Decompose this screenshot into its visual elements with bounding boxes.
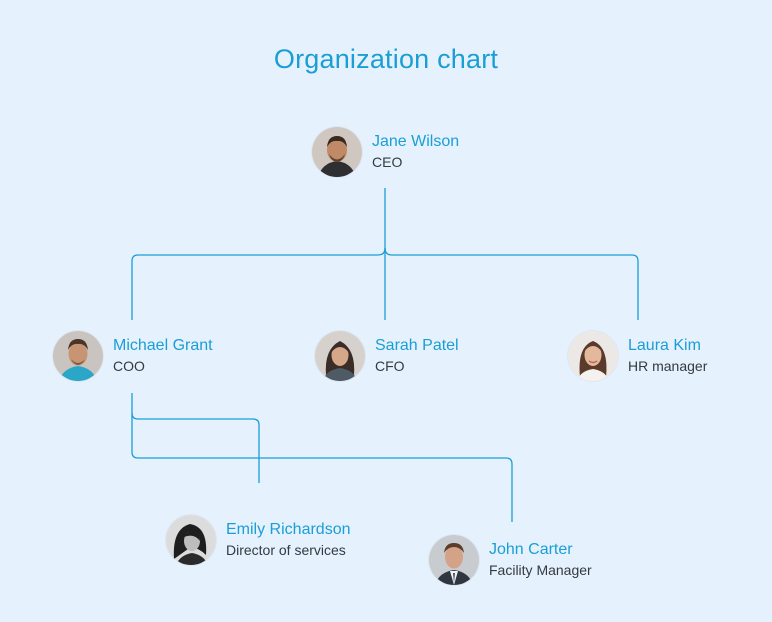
node-sarah-patel[interactable]: Sarah Patel CFO: [315, 331, 459, 381]
person-role: HR manager: [628, 358, 708, 374]
person-role: COO: [113, 358, 145, 374]
node-laura-kim[interactable]: Laura Kim HR manager: [568, 331, 707, 381]
avatar: [166, 515, 216, 565]
person-role: CFO: [375, 358, 405, 374]
avatar: [315, 331, 365, 381]
connector-coo-facility: [131, 413, 513, 522]
person-name: Sarah Patel: [375, 337, 459, 354]
node-emily-richardson[interactable]: Emily Richardson Director of services: [166, 515, 350, 565]
connector-ceo-hr: [384, 247, 639, 320]
connector-coo-director: [131, 393, 260, 483]
person-role: Facility Manager: [489, 562, 592, 578]
person-name: John Carter: [489, 541, 573, 558]
avatar: [429, 535, 479, 585]
node-jane-wilson[interactable]: Jane Wilson CEO: [312, 127, 459, 177]
connector-ceo-coo: [131, 247, 386, 320]
person-name: Jane Wilson: [372, 133, 460, 150]
avatar: [312, 127, 362, 177]
person-name: Emily Richardson: [226, 521, 351, 538]
node-john-carter[interactable]: John Carter Facility Manager: [429, 535, 592, 585]
avatar: [53, 331, 103, 381]
person-name: Laura Kim: [628, 337, 701, 354]
node-michael-grant[interactable]: Michael Grant COO: [53, 331, 213, 381]
avatar: [568, 331, 618, 381]
person-name: Michael Grant: [113, 337, 213, 354]
person-role: CEO: [372, 154, 403, 170]
chart-title: Organization chart: [273, 44, 499, 74]
person-role: Director of services: [226, 542, 346, 558]
